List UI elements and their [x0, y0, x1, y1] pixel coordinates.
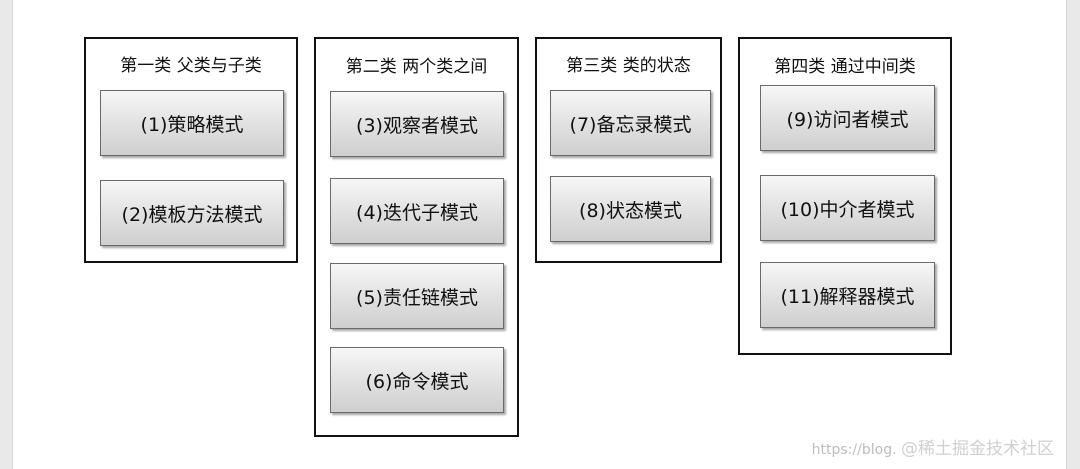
- group-parent-child: 第一类 父类与子类 (1)策略模式 (2)模板方法模式: [84, 37, 298, 263]
- watermark: https://blog. @稀土掘金技术社区: [812, 434, 1054, 459]
- group-class-state: 第三类 类的状态 (7)备忘录模式 (8)状态模式: [535, 37, 722, 263]
- pattern-box-template-method: (2)模板方法模式: [100, 180, 284, 246]
- pattern-box-visitor: (9)访问者模式: [760, 85, 935, 151]
- watermark-url: https://blog.: [811, 442, 897, 458]
- pattern-box-state: (8)状态模式: [550, 176, 711, 242]
- group-title: 第一类 父类与子类: [120, 56, 262, 76]
- diagram-canvas: 第一类 父类与子类 (1)策略模式 (2)模板方法模式 第二类 两个类之间 (3…: [12, 0, 1067, 469]
- pattern-box-strategy: (1)策略模式: [100, 90, 284, 156]
- pattern-box-chain-of-responsibility: (5)责任链模式: [330, 263, 504, 329]
- group-title: 第三类 类的状态: [566, 56, 691, 76]
- group-title: 第四类 通过中间类: [774, 57, 916, 77]
- watermark-brand: @稀土掘金技术社区: [901, 439, 1054, 459]
- pattern-box-memento: (7)备忘录模式: [550, 90, 711, 156]
- pattern-box-command: (6)命令模式: [330, 347, 504, 413]
- group-between-two-classes: 第二类 两个类之间 (3)观察者模式 (4)迭代子模式 (5)责任链模式 (6)…: [314, 37, 519, 437]
- pattern-box-interpreter: (11)解释器模式: [760, 262, 935, 328]
- pattern-box-iterator: (4)迭代子模式: [330, 178, 504, 244]
- group-via-intermediate-class: 第四类 通过中间类 (9)访问者模式 (10)中介者模式 (11)解释器模式: [738, 37, 952, 355]
- pattern-box-mediator: (10)中介者模式: [760, 175, 935, 241]
- group-title: 第二类 两个类之间: [345, 57, 488, 77]
- pattern-box-observer: (3)观察者模式: [330, 91, 504, 157]
